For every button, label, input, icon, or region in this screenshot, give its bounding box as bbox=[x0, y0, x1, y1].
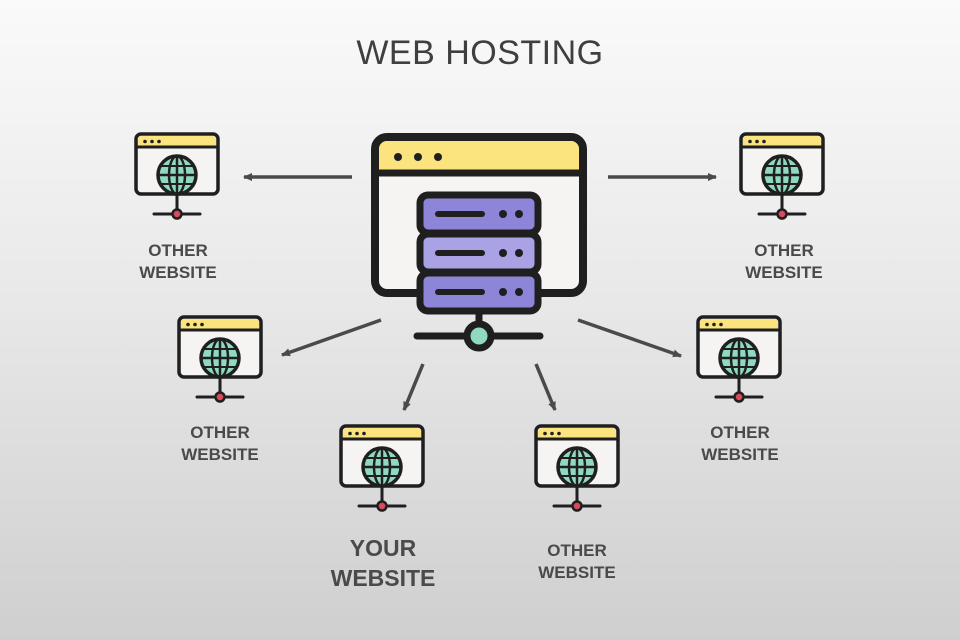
arrow-to-mid-right bbox=[577, 318, 682, 358]
hosting-server-icon bbox=[371, 133, 587, 352]
label-line-2: WEBSITE bbox=[181, 445, 259, 464]
arrow-to-bottom-right bbox=[534, 363, 557, 411]
arrow-to-your-website bbox=[402, 363, 425, 411]
connection-arrows bbox=[243, 173, 717, 411]
website-icon-bottom-left bbox=[339, 424, 425, 512]
label-line-2: WEBSITE bbox=[538, 563, 616, 582]
label-mid-left: OTHER WEBSITE bbox=[120, 422, 320, 466]
label-line-1: OTHER bbox=[148, 241, 208, 260]
diagram-title: WEB HOSTING bbox=[356, 34, 604, 72]
label-line-2: WEBSITE bbox=[701, 445, 779, 464]
website-icons bbox=[134, 132, 825, 512]
website-icon-top-right bbox=[739, 132, 825, 220]
website-icon-bottom-right bbox=[534, 424, 620, 512]
label-line-2: WEBSITE bbox=[139, 263, 217, 282]
label-top-left: OTHER WEBSITE bbox=[78, 240, 278, 284]
label-line-1: OTHER bbox=[190, 423, 250, 442]
label-bottom-right: OTHER WEBSITE bbox=[477, 540, 677, 584]
label-line-2: WEBSITE bbox=[330, 565, 436, 591]
label-line-1: OTHER bbox=[754, 241, 814, 260]
label-line-1: OTHER bbox=[547, 541, 607, 560]
label-line-1: YOUR bbox=[349, 535, 417, 561]
website-icon-mid-left bbox=[177, 315, 263, 403]
label-your-website: YOUR WEBSITE bbox=[283, 533, 483, 593]
label-line-2: WEBSITE bbox=[745, 263, 823, 282]
website-icon-mid-right bbox=[696, 315, 782, 403]
label-mid-right: OTHER WEBSITE bbox=[640, 422, 840, 466]
label-line-1: OTHER bbox=[710, 423, 770, 442]
arrow-to-mid-left bbox=[281, 318, 382, 357]
website-icon-top-left bbox=[134, 132, 220, 220]
label-top-right: OTHER WEBSITE bbox=[684, 240, 884, 284]
